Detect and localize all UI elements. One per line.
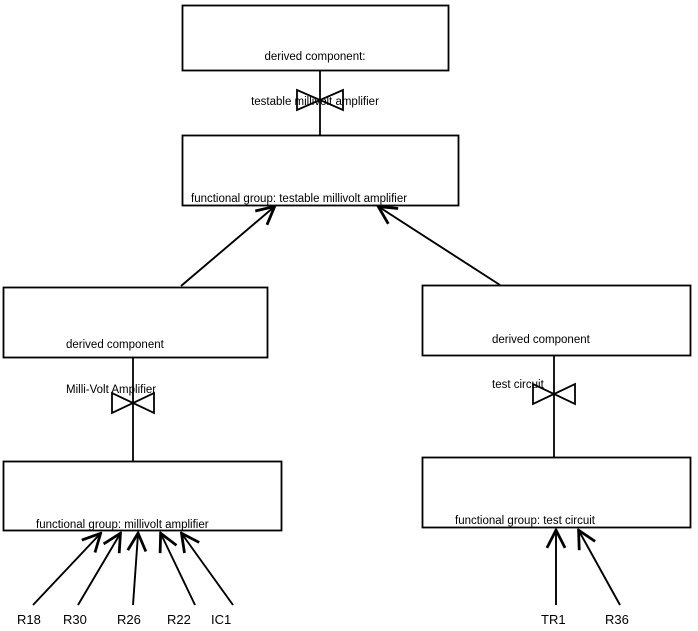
leaf-arrow-ic1[interactable]: [182, 534, 234, 606]
box-derived-component-testable-millivolt-amplifier[interactable]: [181, 4, 450, 72]
leaf-label-r30[interactable]: R30: [63, 612, 87, 627]
derivation-bowtie-connector-right[interactable]: [532, 382, 576, 406]
leaf-label-r22[interactable]: R22: [167, 612, 191, 627]
aggregation-arrow-right[interactable]: [379, 207, 501, 286]
leaf-arrow-r36[interactable]: [579, 531, 621, 606]
derivation-bowtie-connector-left[interactable]: [111, 391, 155, 415]
box-derived-component-test-circuit[interactable]: [421, 284, 692, 357]
leaf-arrow-r18[interactable]: [32, 534, 100, 606]
leaf-arrow-r22[interactable]: [161, 534, 196, 606]
box-functional-group-test-circuit[interactable]: [421, 456, 692, 529]
leaf-label-r26[interactable]: R26: [117, 612, 141, 627]
leaf-arrow-r30[interactable]: [77, 534, 120, 606]
leaf-label-tr1[interactable]: TR1: [541, 612, 566, 627]
box-functional-group-testable-millivolt-amplifier[interactable]: [181, 134, 460, 207]
box-functional-group-millivolt-amplifier[interactable]: [2, 460, 283, 532]
derivation-bowtie-connector-top[interactable]: [296, 88, 344, 112]
leaf-arrow-r26[interactable]: [133, 534, 138, 606]
leaf-label-r36[interactable]: R36: [605, 612, 629, 627]
box-derived-component-milli-volt-amplifier[interactable]: [2, 286, 269, 359]
leaf-label-r18[interactable]: R18: [17, 612, 41, 627]
aggregation-arrow-left[interactable]: [180, 207, 274, 287]
leaf-label-ic1[interactable]: IC1: [211, 612, 232, 627]
